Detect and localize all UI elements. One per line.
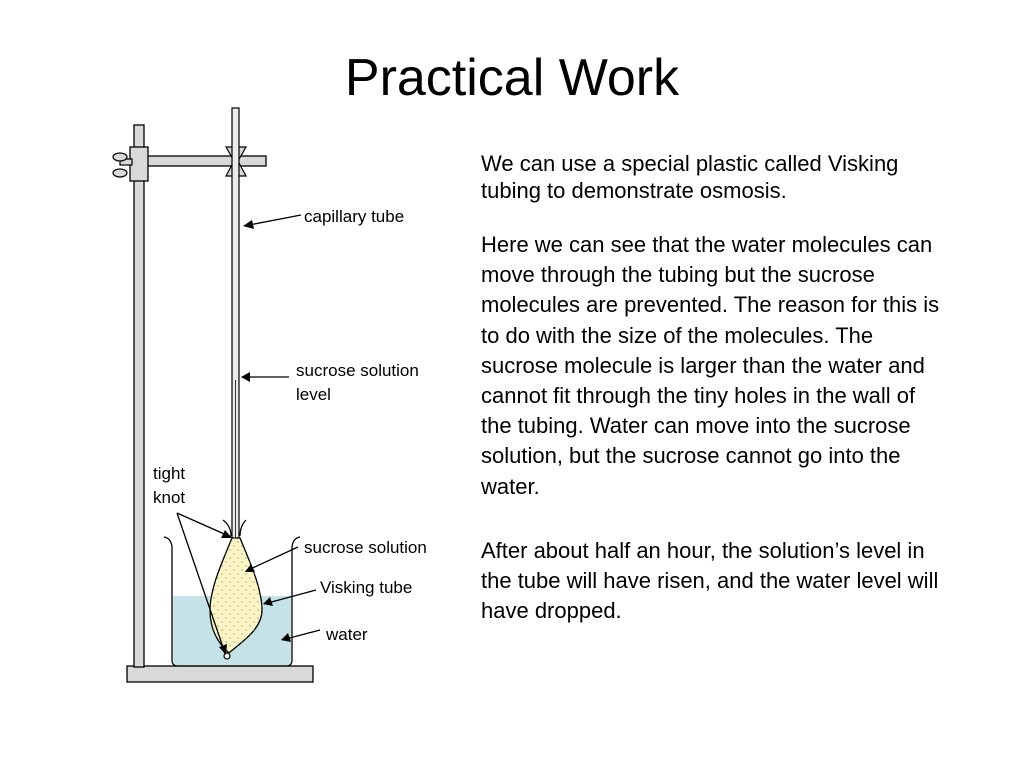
arrow-capillary: [243, 214, 302, 227]
arrow-knot-bottom: [176, 512, 226, 654]
label-sucrose-level-line2: level: [296, 385, 331, 404]
boss-head: [129, 146, 149, 182]
paragraph-result: After about half an hour, the solution’s…: [481, 537, 939, 624]
arrowhead-knot-bottom: [219, 644, 227, 655]
osmosis-diagram: capillary tube sucrose solution level ti…: [112, 107, 427, 683]
label-tight: tight: [153, 464, 185, 483]
arrowhead-sucrose-solution: [245, 564, 255, 572]
label-knot: knot: [153, 488, 185, 507]
clamp-arm: [145, 155, 267, 167]
slide-title: Practical Work: [344, 49, 680, 107]
bottom-knot: [223, 652, 231, 660]
arrowhead-sucrose-level: [241, 372, 250, 382]
wing-nut-top: [112, 152, 128, 162]
knot-string-left: [222, 519, 232, 537]
label-capillary-tube: capillary tube: [304, 207, 404, 226]
paragraph-explanation: Here we can see that the water molecules…: [481, 232, 940, 499]
beaker: [163, 536, 301, 667]
wing-nut-bottom: [112, 168, 128, 178]
label-visking-tube: Visking tube: [320, 578, 412, 597]
stand-base: [126, 665, 314, 683]
arrow-visking: [263, 589, 317, 605]
stand-rod: [133, 124, 145, 668]
arrowhead-knot-top: [221, 530, 232, 538]
label-sucrose-solution: sucrose solution: [304, 538, 427, 557]
paragraph-intro: We can use a special plastic called Visk…: [481, 151, 899, 203]
arrow-knot-top: [176, 512, 232, 538]
arrowhead-capillary: [243, 220, 254, 229]
knot-string-right: [239, 519, 247, 537]
arrow-sucrose-solution: [245, 546, 299, 572]
explanation-text: We can use a special plastic called Visk…: [481, 150, 941, 626]
arrowhead-visking: [263, 597, 273, 606]
label-sucrose-level-line1: sucrose solution: [296, 361, 419, 380]
label-water: water: [325, 625, 368, 644]
arrowhead-water: [281, 633, 291, 642]
